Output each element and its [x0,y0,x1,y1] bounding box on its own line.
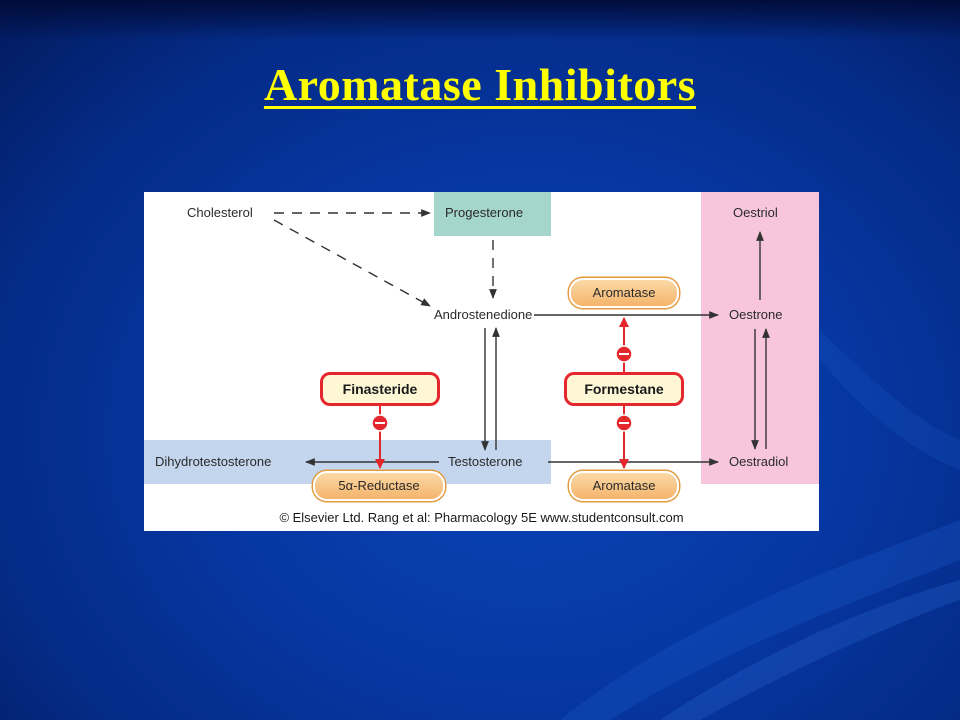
enzyme-5a-reductase: 5α-Reductase [313,471,445,501]
enzyme-aromatase-top: Aromatase [569,278,679,308]
node-oestriol: Oestriol [733,205,778,220]
diagram-graphics [144,192,819,484]
slide-title: Aromatase Inhibitors [263,59,697,110]
node-testosterone: Testosterone [448,454,523,469]
top-shadow [0,0,960,40]
progesterone-box [434,192,551,236]
arrow-cholesterol-androstenedione [273,219,431,307]
pathway-diagram: Cholesterol Progesterone Androstenedione… [144,192,819,531]
drug-finasteride: Finasteride [320,372,440,406]
drug-formestane: Formestane [564,372,684,406]
node-oestrone: Oestrone [729,307,783,322]
node-progesterone: Progesterone [445,205,524,220]
node-oestradiol: Oestradiol [729,454,789,469]
enzyme-aromatase-bottom: Aromatase [569,471,679,501]
node-dihydrotestosterone: Dihydrotestosterone [155,454,272,469]
node-cholesterol: Cholesterol [187,205,253,220]
copyright-credit: © Elsevier Ltd. Rang et al: Pharmacology… [279,510,684,525]
node-androstenedione: Androstenedione [434,307,533,322]
